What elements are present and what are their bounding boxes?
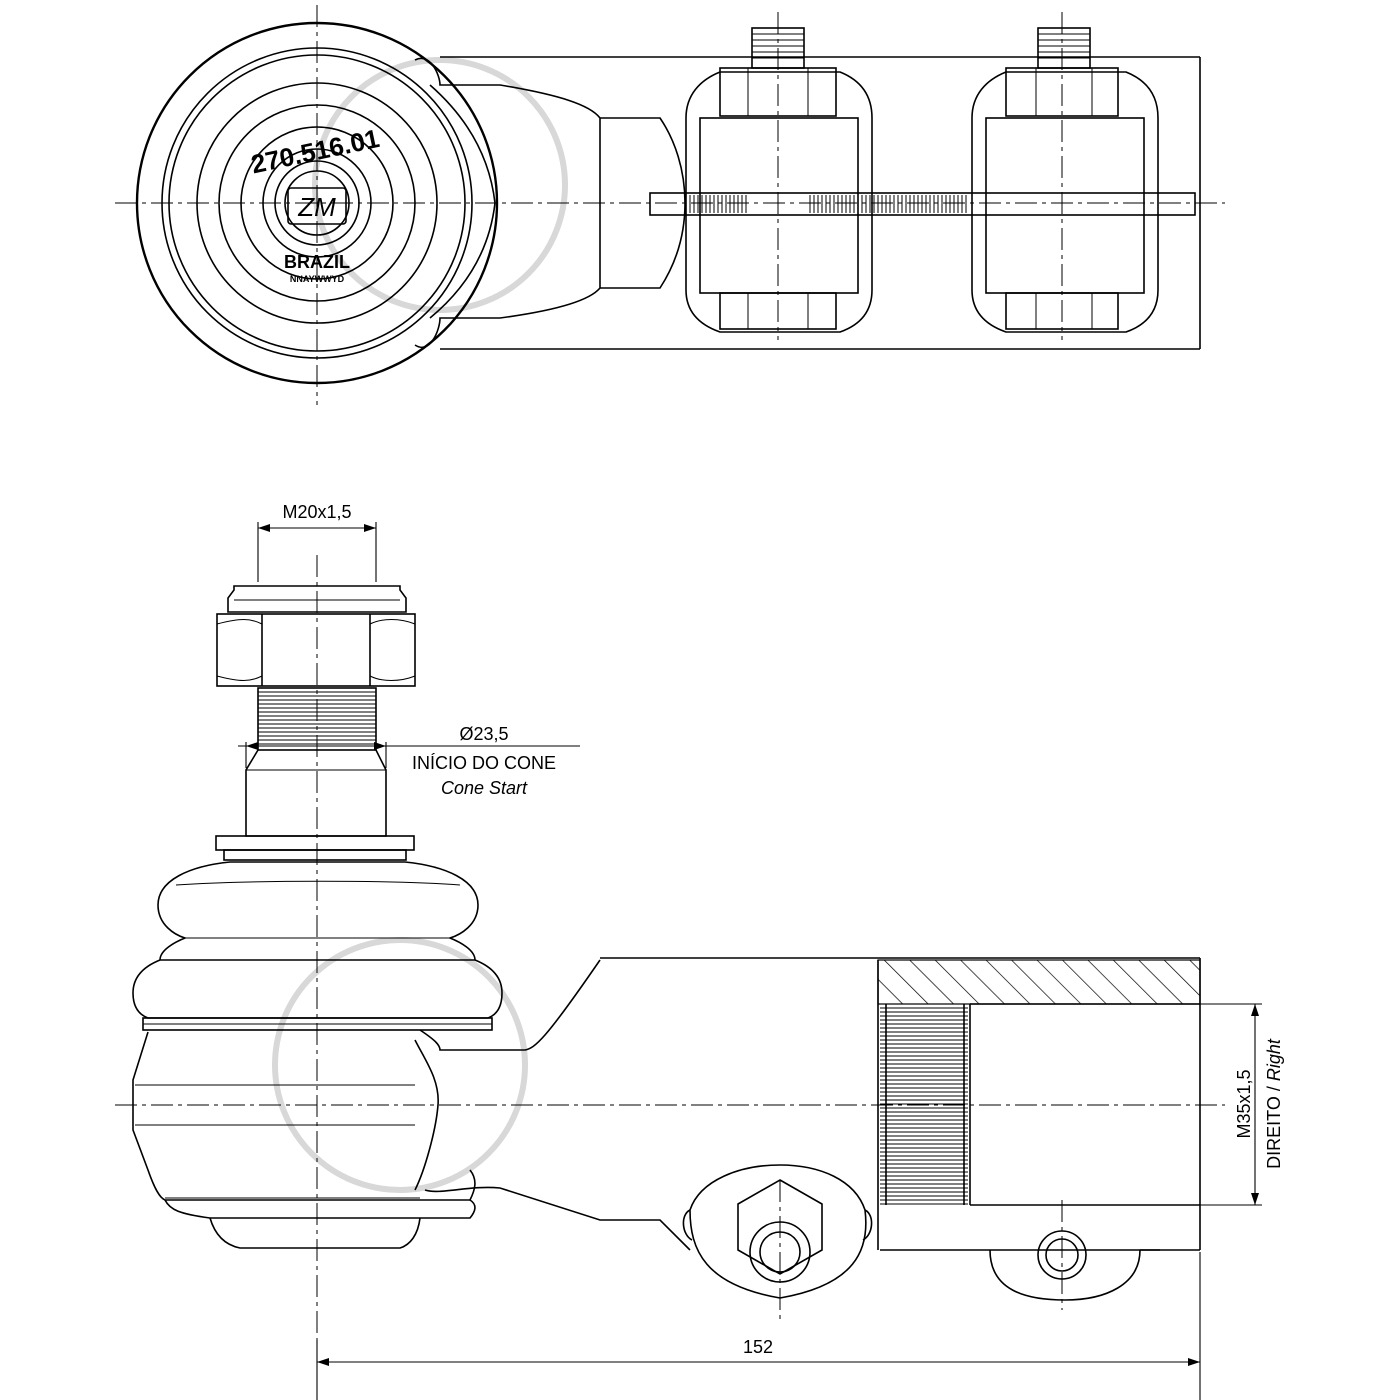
- body-thread-label: M35x1,5: [1234, 1069, 1254, 1138]
- clamp-2: [971, 27, 1159, 333]
- clamp-1: [685, 27, 873, 333]
- zm-logo: ZM: [297, 192, 336, 222]
- top-view: 270.516.01 ZM BRAZIL NNAYWWYD: [115, 5, 1225, 405]
- cone-diameter-label: Ø23,5: [459, 724, 508, 744]
- cone-start-english: Cone Start: [441, 778, 528, 798]
- stud-thread-label: M20x1,5: [282, 502, 351, 522]
- side-view: M20x1,5 Ø23,5 INÍCIO DO CONE Cone Start …: [115, 502, 1284, 1400]
- watermark-logo: [272, 57, 568, 1193]
- origin-text: BRAZIL: [284, 252, 350, 272]
- thread-hand-en: Right: [1264, 1038, 1284, 1081]
- overall-length-label: 152: [743, 1337, 773, 1357]
- thread-hand-label: DIREITO / Right: [1264, 1038, 1284, 1169]
- rod-thread: [689, 195, 967, 213]
- date-code: NNAYWWYD: [290, 274, 345, 284]
- cone-start-label: INÍCIO DO CONE: [412, 753, 556, 773]
- thread-hand-pt: DIREITO /: [1264, 1086, 1284, 1169]
- hatched-section: [877, 959, 1201, 1005]
